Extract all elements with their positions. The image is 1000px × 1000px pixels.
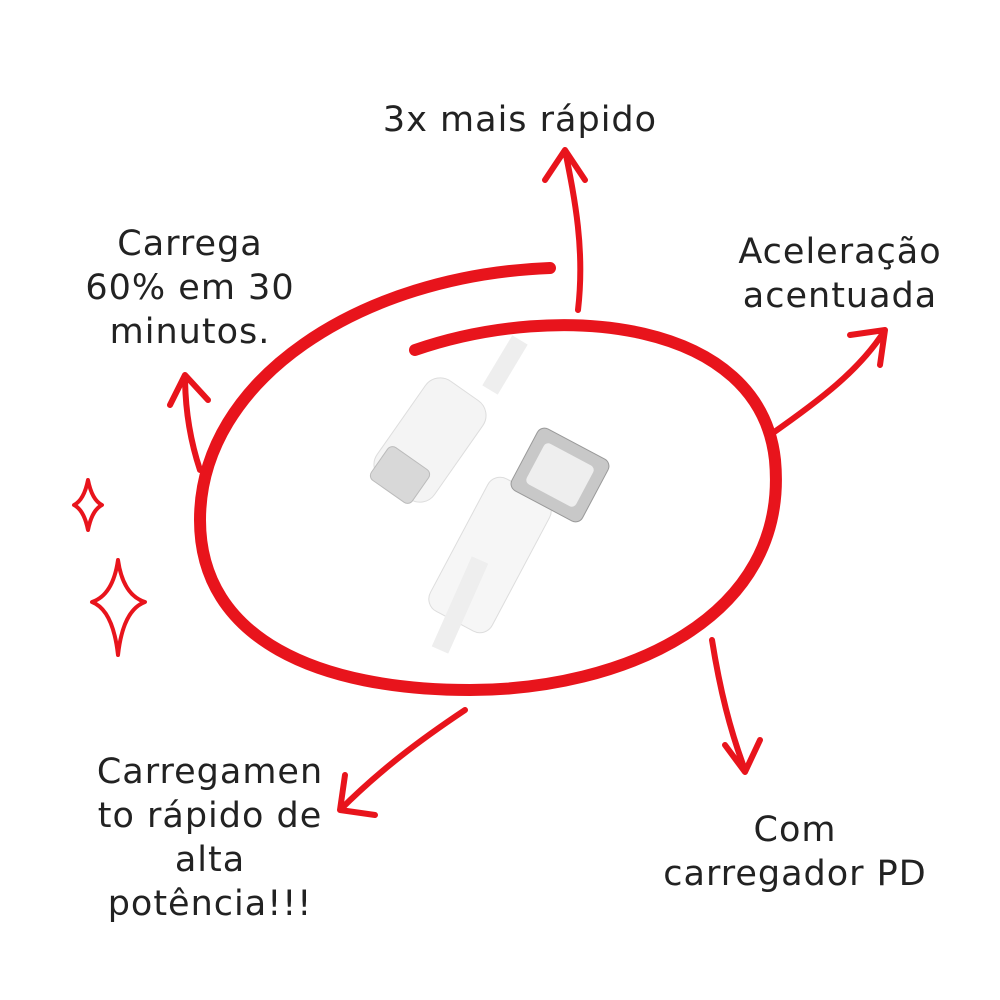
line: Carrega (117, 224, 263, 264)
line: acentuada (742, 276, 938, 316)
arrow-top-left (167, 372, 211, 473)
label-top-left: Carrega 60% em 30 minutos. (60, 222, 320, 354)
line: Com (753, 810, 837, 850)
arrow-bottom-right (709, 637, 763, 775)
line: alta (174, 840, 246, 880)
line: Aceleração (738, 232, 942, 272)
arrow-bottom-left (337, 707, 468, 818)
label-top: 3x mais rápido (382, 100, 658, 140)
arrow-top-right (767, 327, 888, 438)
sparkle-small-icon (72, 478, 104, 532)
arrow-top (542, 147, 588, 313)
label-bottom-left: Carregamen to rápido de alta potência!!! (70, 750, 350, 926)
line: carregador PD (663, 854, 927, 894)
line: 60% em 30 (85, 268, 295, 308)
sparkle-large-icon (90, 558, 147, 657)
line: Carregamen (96, 752, 324, 792)
cable-image (369, 335, 610, 654)
label-top-right: Aceleração acentuada (715, 230, 965, 318)
line: to rápido de (97, 796, 323, 836)
swirl-circle (194, 262, 782, 696)
line: minutos. (109, 312, 271, 352)
line: potência!!! (107, 884, 313, 924)
label-bottom-right: Com carregador PD (630, 808, 960, 896)
